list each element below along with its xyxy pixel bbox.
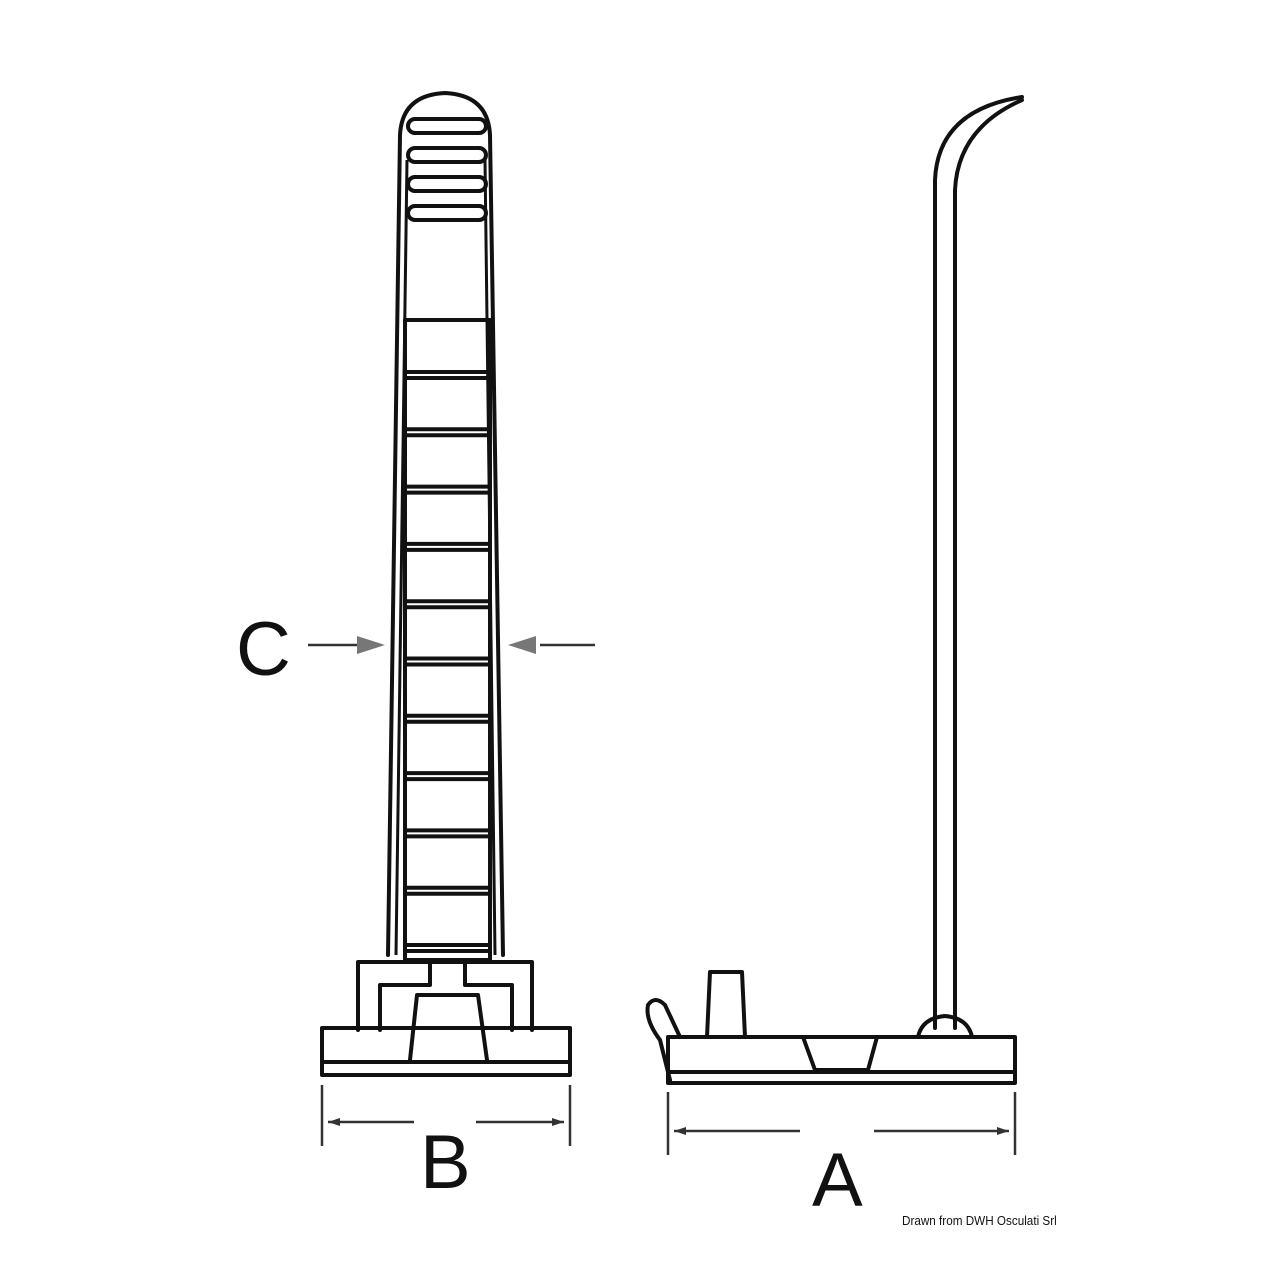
dimension-b bbox=[320, 1085, 572, 1146]
label-b: B bbox=[420, 1120, 471, 1205]
side-view-cable-tie bbox=[645, 95, 1024, 1085]
dimension-c bbox=[308, 636, 595, 654]
ladder-window bbox=[403, 318, 492, 962]
dimension-a bbox=[666, 1092, 1017, 1155]
front-base bbox=[320, 960, 572, 1077]
credit-text: Drawn from DWH Osculati Srl bbox=[902, 1213, 1057, 1228]
grip-slots bbox=[406, 117, 488, 222]
front-view-cable-tie bbox=[320, 91, 572, 1077]
label-c: C bbox=[236, 607, 291, 692]
label-a: A bbox=[812, 1138, 863, 1223]
